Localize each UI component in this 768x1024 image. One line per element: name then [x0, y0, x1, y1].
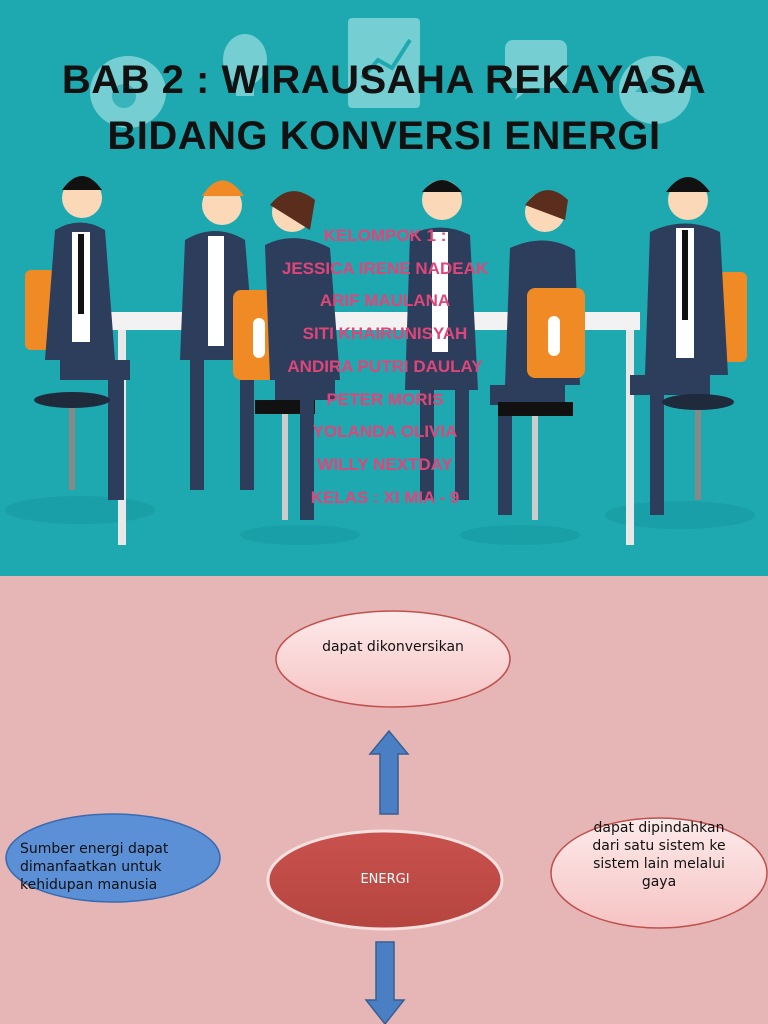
member-name: PETER MORIS	[326, 389, 444, 409]
title-line-2: BIDANG KONVERSI ENERGI	[107, 114, 661, 158]
member-name: SITI KHAIRUNISYAH	[302, 324, 468, 344]
right-oval	[550, 817, 768, 929]
energy-diagram-slide: dapat dikonversikan Sumber energi dapat …	[0, 576, 768, 1024]
chart-growth-icon	[348, 18, 420, 108]
left-oval	[5, 813, 221, 903]
center-oval	[266, 829, 504, 931]
top-oval-text: dapat dikonversikan	[322, 639, 464, 655]
arrow-up-icon	[368, 729, 410, 815]
people	[25, 176, 747, 520]
member-name: ARIF MAULANA	[319, 291, 451, 311]
member-name: JESSICA IRENE NADEAK	[281, 258, 489, 278]
person-4	[405, 180, 478, 500]
chat-bubble-icon	[505, 40, 567, 100]
member-name: WILLY NEXTDAY	[317, 454, 453, 474]
title-line-1: BAB 2 : WIRAUSAHA REKAYASA	[61, 58, 707, 102]
arrow-down-icon	[364, 941, 406, 1024]
member-name: YOLANDA OLIVIA	[312, 422, 458, 442]
top-oval	[275, 610, 511, 708]
energy-diagram	[5, 610, 768, 1024]
gear-bubble-icon	[90, 56, 166, 128]
person-1	[25, 176, 130, 500]
title-slide: BAB 2 : WIRAUSAHA REKAYASA BIDANG KONVER…	[0, 0, 768, 576]
member-name: ANDIRA PUTRI DAULAY	[287, 356, 483, 376]
house-icon	[619, 56, 691, 124]
left-oval-text: Sumber energi dapat dimanfaatkan untuk k…	[20, 841, 169, 893]
chair-front-right	[498, 288, 585, 520]
group-members-list: KELOMPOK 1 : JESSICA IRENE NADEAK ARIF M…	[230, 220, 540, 514]
office-meeting-illustration	[25, 18, 747, 545]
class-label: KELAS : XI MIA - 9	[310, 487, 460, 507]
person-6	[630, 177, 747, 515]
lightbulb-icon	[223, 34, 267, 96]
person-3	[265, 191, 340, 520]
center-oval-text: ENERGI	[360, 872, 410, 887]
right-oval-text: dapat dipindahkan dari satu sistem ke si…	[592, 820, 726, 890]
group-label: KELOMPOK 1 :	[323, 226, 447, 245]
